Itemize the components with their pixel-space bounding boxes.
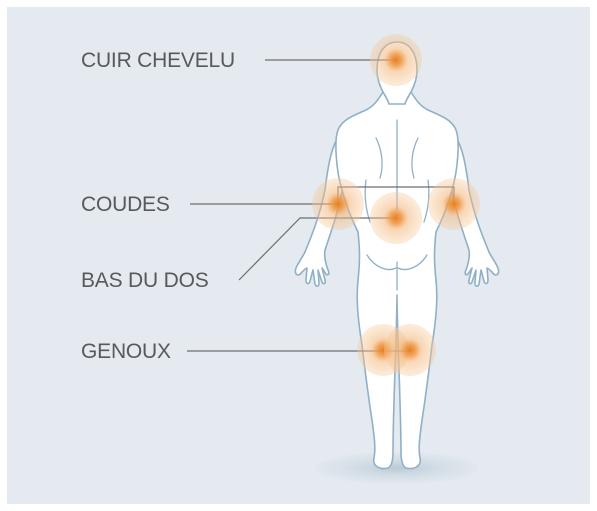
hotspot-right-knee	[384, 324, 436, 376]
human-body-back-view	[295, 42, 498, 469]
hotspot-right-elbow	[428, 178, 480, 230]
ground-shadow	[315, 452, 479, 484]
label-knees: GENOUX	[81, 341, 171, 362]
hotspot-lower-back	[370, 192, 422, 244]
label-scalp: CUIR CHEVELU	[81, 50, 235, 71]
label-lower-back: BAS DU DOS	[81, 270, 209, 291]
hotspot-left-elbow	[312, 178, 364, 230]
hotspot-scalp	[370, 34, 422, 86]
label-elbows: COUDES	[81, 194, 170, 215]
